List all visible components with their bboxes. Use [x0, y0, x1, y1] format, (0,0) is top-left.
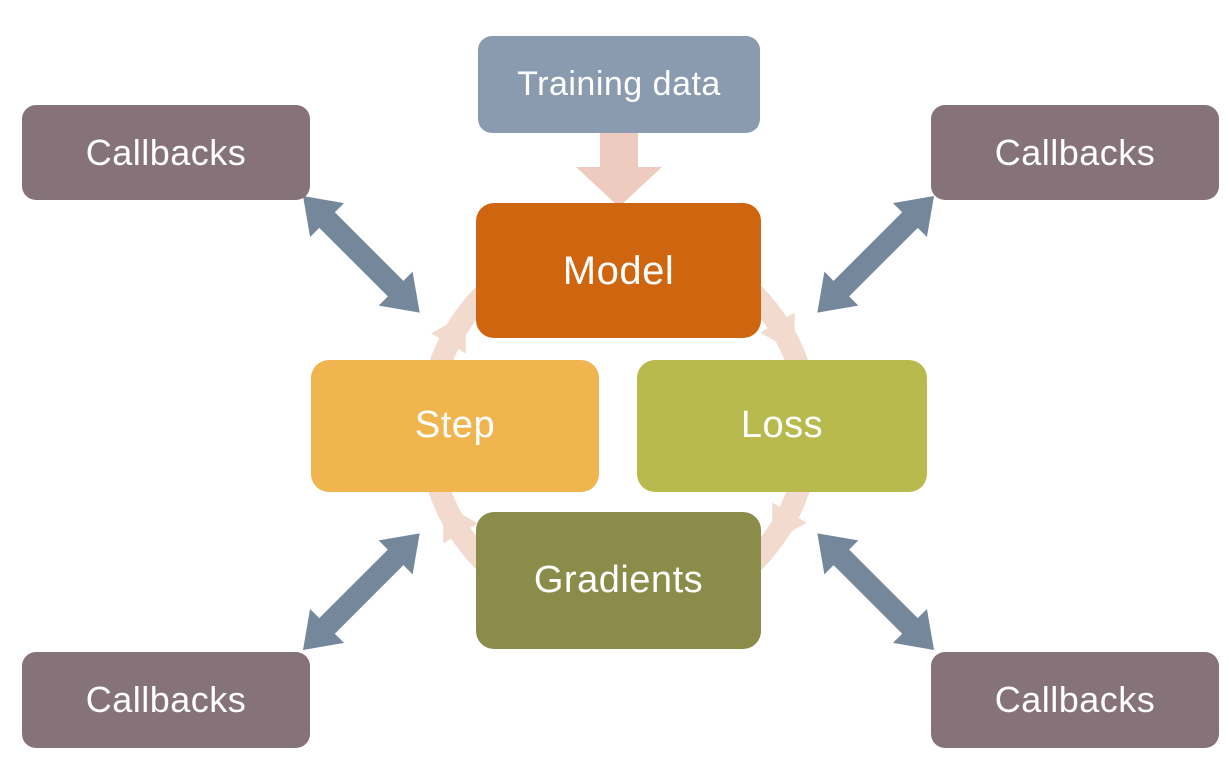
- cycle-arrowhead-upper-left: [431, 313, 466, 354]
- node-gradients: Gradients: [476, 512, 761, 649]
- double-arrow-top-right-icon: [817, 196, 934, 313]
- node-callbacks-top-right: Callbacks: [931, 105, 1219, 200]
- node-callbacks-top-left: Callbacks: [22, 105, 310, 200]
- node-model: Model: [476, 203, 761, 338]
- training-data-down-arrow-icon: [576, 132, 662, 207]
- node-loss: Loss: [637, 360, 927, 492]
- double-arrow-top-left-icon: [303, 196, 420, 313]
- cycle-arrowhead-lower-right: [772, 502, 807, 543]
- node-callbacks-bottom-right: Callbacks: [931, 652, 1219, 748]
- node-step: Step: [311, 360, 599, 492]
- cycle-arrowhead-lower-left: [443, 503, 478, 544]
- node-training-data: Training data: [478, 36, 760, 133]
- double-arrow-bottom-left-icon: [303, 533, 420, 650]
- double-arrow-bottom-right-icon: [817, 533, 934, 650]
- cycle-arrowhead-upper-right: [760, 312, 795, 353]
- node-callbacks-bottom-left: Callbacks: [22, 652, 310, 748]
